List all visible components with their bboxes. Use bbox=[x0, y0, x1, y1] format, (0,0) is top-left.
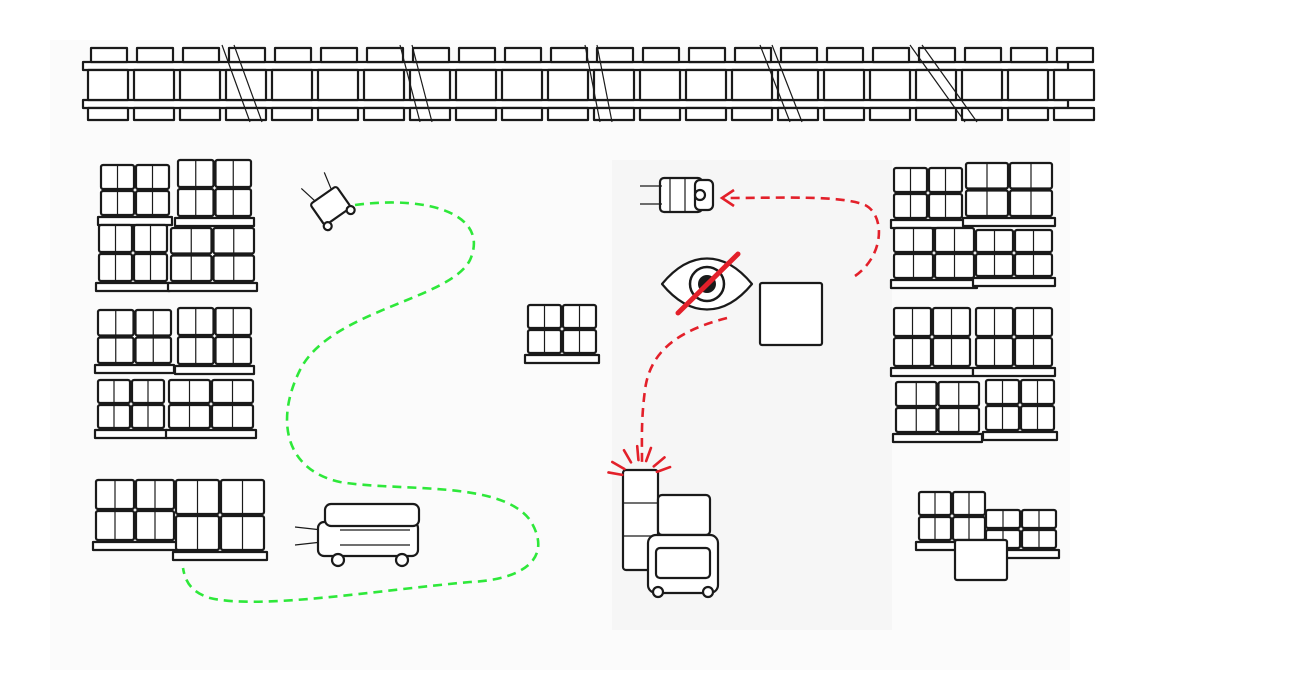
pallet bbox=[891, 432, 984, 444]
shelf-box bbox=[776, 68, 820, 102]
pallet bbox=[961, 216, 1057, 228]
shelf-box bbox=[86, 68, 130, 102]
pallet bbox=[173, 364, 256, 376]
pallet bbox=[889, 278, 979, 290]
pallet bbox=[166, 281, 259, 293]
shelf-box bbox=[500, 68, 544, 102]
rack-brace bbox=[399, 44, 433, 123]
pallet-stack bbox=[173, 306, 256, 376]
pallet-stack bbox=[94, 223, 172, 293]
pallet bbox=[91, 540, 179, 552]
shelf-box bbox=[316, 68, 360, 102]
pallet-stacks bbox=[91, 158, 1061, 582]
rack-brace bbox=[909, 44, 978, 123]
small-robot bbox=[300, 172, 356, 232]
shelf-box bbox=[592, 68, 636, 102]
unknown-obstacle bbox=[758, 281, 824, 347]
shelf-box bbox=[546, 68, 590, 102]
shelf-box bbox=[224, 68, 268, 102]
pallet-stack bbox=[93, 378, 169, 440]
shelf-box bbox=[730, 68, 774, 102]
pallet-stack bbox=[981, 378, 1059, 442]
pallet-stack bbox=[889, 166, 967, 230]
shelf-box bbox=[868, 68, 912, 102]
pallet-stack bbox=[166, 226, 259, 293]
rack-brace bbox=[221, 44, 263, 123]
pallet-stack bbox=[914, 490, 990, 552]
pallet bbox=[93, 428, 169, 440]
shelving-rack bbox=[81, 44, 1096, 123]
shelf-box bbox=[914, 68, 958, 102]
pallet-stack bbox=[171, 478, 269, 562]
forklift-robot-top bbox=[640, 176, 715, 214]
blocked-route-path bbox=[724, 196, 881, 278]
shelf-box bbox=[684, 68, 728, 102]
pallet bbox=[164, 428, 258, 440]
pallet bbox=[171, 550, 269, 562]
pallet-stack bbox=[93, 308, 176, 375]
shelf-box bbox=[1006, 68, 1050, 102]
safe-route-path bbox=[181, 201, 540, 604]
forklift-robot-blocked bbox=[621, 468, 720, 599]
pallet-stack bbox=[891, 380, 984, 444]
pallet bbox=[523, 353, 601, 365]
pallet bbox=[93, 363, 176, 375]
pallet bbox=[889, 218, 967, 230]
pallet-stack bbox=[173, 158, 256, 228]
pallet-stack bbox=[961, 161, 1057, 228]
pallet bbox=[981, 430, 1059, 442]
blocked-route-path-2 bbox=[640, 316, 728, 463]
rack-brace bbox=[584, 44, 613, 123]
shelf-box bbox=[822, 68, 866, 102]
arrow-head-icon bbox=[719, 188, 735, 208]
alert-burst-icon bbox=[607, 444, 672, 477]
rack-brace bbox=[759, 44, 803, 123]
shelf-box bbox=[960, 68, 1004, 102]
pallet bbox=[173, 216, 256, 228]
pallet bbox=[889, 366, 975, 378]
shelf-box bbox=[454, 68, 498, 102]
shelf-box bbox=[362, 68, 406, 102]
pallet bbox=[96, 215, 174, 227]
shelf-box bbox=[1052, 68, 1096, 102]
mobile-robot bbox=[294, 502, 421, 568]
eye-slash-icon bbox=[660, 251, 754, 316]
pallet-stack bbox=[523, 303, 601, 365]
shelf-box bbox=[638, 68, 682, 102]
shelf-box bbox=[132, 68, 176, 102]
pallet-stack bbox=[164, 378, 258, 440]
pallet-stack bbox=[971, 306, 1057, 378]
pallet-stack bbox=[96, 163, 174, 227]
pallet bbox=[971, 366, 1057, 378]
shelf-box bbox=[408, 68, 452, 102]
pallet bbox=[971, 276, 1057, 288]
shelf-box bbox=[270, 68, 314, 102]
loose-box bbox=[953, 538, 1009, 582]
pallet-stack bbox=[889, 306, 975, 378]
pallet-stack bbox=[889, 226, 979, 290]
shelf-box bbox=[178, 68, 222, 102]
pallet-stack bbox=[971, 228, 1057, 288]
pallet bbox=[94, 281, 172, 293]
